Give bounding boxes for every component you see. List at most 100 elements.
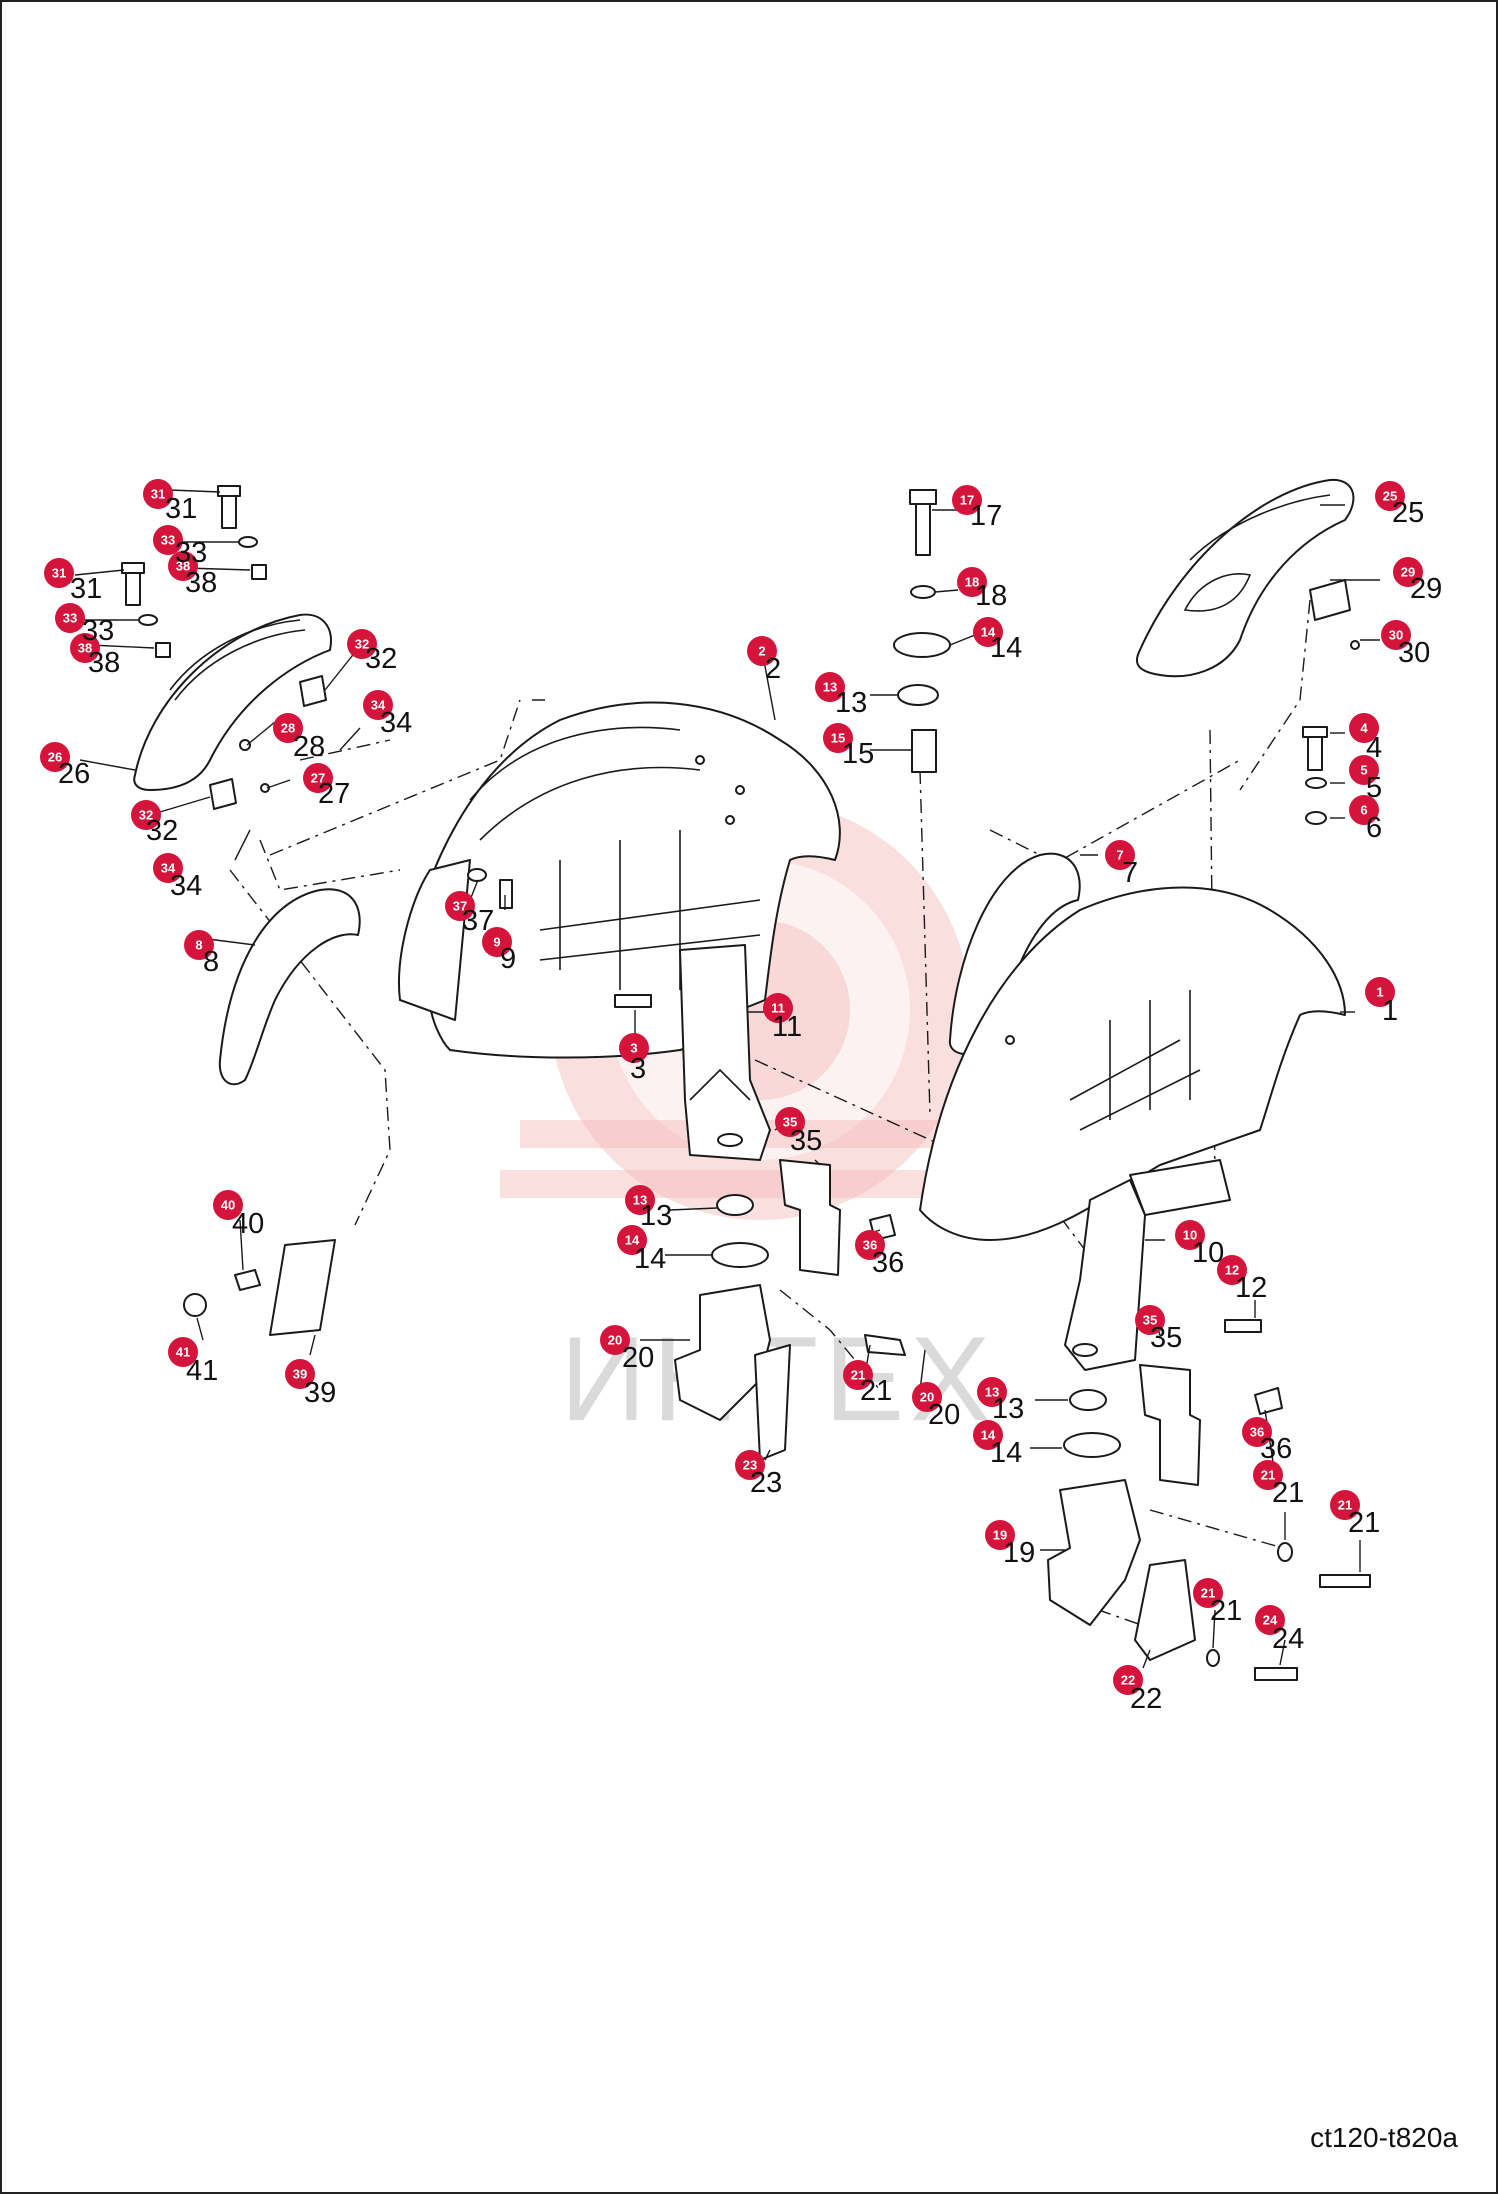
svg-text:17: 17 <box>960 493 974 508</box>
callout-32b[interactable]: 32 <box>131 800 161 830</box>
callout-18[interactable]: 19 <box>985 1520 1015 1550</box>
svg-text:30: 30 <box>1398 637 1430 669</box>
callout-41[interactable]: 41 <box>168 1337 198 1367</box>
callout-4[interactable]: 4 <box>1349 713 1379 743</box>
callout-21c[interactable]: 21 <box>1193 1578 1223 1608</box>
callout-14a[interactable]: 14 <box>973 617 1003 647</box>
callout-31a[interactable]: 31 <box>143 479 173 509</box>
callout-21b[interactable]: 21 <box>1253 1460 1283 1490</box>
callout-34a[interactable]: 34 <box>363 690 393 720</box>
callout-40[interactable]: 40 <box>213 1190 243 1220</box>
callout-31b[interactable]: 31 <box>44 558 74 588</box>
left-fender-cover <box>133 613 332 791</box>
callout-23[interactable]: 23 <box>735 1450 765 1480</box>
right-bolt-12 <box>1224 1319 1262 1333</box>
callout-32a[interactable]: 32 <box>347 629 377 659</box>
svg-text:36: 36 <box>1260 1433 1292 1465</box>
callout-28[interactable]: 28 <box>273 713 303 743</box>
callout-33a[interactable]: 33 <box>153 525 183 555</box>
callout-11[interactable]: 11 <box>763 993 793 1023</box>
callout-13c[interactable]: 13 <box>977 1377 1007 1407</box>
svg-text:22: 22 <box>1130 1683 1162 1715</box>
svg-text:32: 32 <box>139 808 153 823</box>
callout-22[interactable]: 22 <box>1113 1665 1143 1695</box>
callout-8[interactable]: 8 <box>184 930 214 960</box>
callout-37[interactable]: 37 <box>445 891 475 921</box>
svg-text:13: 13 <box>640 1200 672 1232</box>
svg-text:30: 30 <box>1389 628 1403 643</box>
callout-33b[interactable]: 33 <box>55 603 85 633</box>
svg-text:31: 31 <box>151 487 165 502</box>
callout-12[interactable]: 12 <box>1217 1255 1247 1285</box>
svg-text:39: 39 <box>304 1377 336 1409</box>
svg-text:32: 32 <box>365 643 397 675</box>
svg-text:38: 38 <box>176 559 190 574</box>
callout-14c[interactable]: 14 <box>973 1420 1003 1450</box>
callout-badges: 31 33 38 31 33 38 32 34 28 27 26 32 34 8… <box>40 479 1423 1695</box>
svg-text:7: 7 <box>1116 848 1123 863</box>
callout-10[interactable]: 10 <box>1175 1220 1205 1250</box>
callout-13b[interactable]: 13 <box>625 1185 655 1215</box>
svg-text:7: 7 <box>1122 857 1138 889</box>
callout-14b[interactable]: 14 <box>617 1225 647 1255</box>
callout-38a[interactable]: 38 <box>168 551 198 581</box>
callout-1[interactable]: 1 <box>1365 977 1395 1007</box>
callout-9[interactable]: 9 <box>482 927 512 957</box>
svg-text:20: 20 <box>920 1390 934 1405</box>
svg-text:10: 10 <box>1192 1237 1224 1269</box>
svg-text:20: 20 <box>622 1342 654 1374</box>
svg-text:21: 21 <box>1338 1498 1352 1513</box>
callout-19[interactable]: 20 <box>600 1325 630 1355</box>
callout-7[interactable]: 7 <box>1105 840 1135 870</box>
right-clip <box>1309 579 1360 650</box>
callout-35b[interactable]: 35 <box>1135 1305 1165 1335</box>
callout-30[interactable]: 30 <box>1381 620 1411 650</box>
right-fender-cover <box>1135 478 1355 678</box>
callout-2[interactable]: 2 <box>747 636 777 666</box>
callout-3[interactable]: 3 <box>619 1033 649 1063</box>
callout-17[interactable]: 18 <box>957 567 987 597</box>
svg-text:21: 21 <box>1272 1477 1304 1509</box>
svg-text:23: 23 <box>743 1458 757 1473</box>
svg-text:35: 35 <box>1143 1313 1157 1328</box>
callout-36b[interactable]: 36 <box>1242 1417 1272 1447</box>
callout-34b[interactable]: 34 <box>153 853 183 883</box>
svg-text:22: 22 <box>1121 1673 1135 1688</box>
svg-text:13: 13 <box>992 1393 1024 1425</box>
callout-6[interactable]: 6 <box>1349 795 1379 825</box>
svg-text:31: 31 <box>70 573 102 605</box>
callout-39[interactable]: 39 <box>285 1359 315 1389</box>
right-bolt-stack <box>1302 726 1328 825</box>
left-lower-bracket <box>674 1284 906 1461</box>
svg-text:14: 14 <box>990 632 1022 664</box>
svg-text:14: 14 <box>634 1243 666 1275</box>
callout-20a[interactable]: 20 <box>912 1382 942 1412</box>
callout-5[interactable]: 5 <box>1349 755 1379 785</box>
svg-text:21: 21 <box>1201 1586 1215 1601</box>
svg-text:38: 38 <box>88 647 120 679</box>
callout-21a[interactable]: 21 <box>843 1360 873 1390</box>
svg-text:11: 11 <box>772 1011 802 1043</box>
callout-35a[interactable]: 35 <box>775 1107 805 1137</box>
callout-27[interactable]: 27 <box>303 763 333 793</box>
svg-text:35: 35 <box>783 1115 797 1130</box>
callout-36a[interactable]: 36 <box>855 1230 885 1260</box>
svg-text:34: 34 <box>161 861 176 876</box>
callout-24[interactable]: 24 <box>1255 1605 1285 1635</box>
callout-29[interactable]: 29 <box>1393 557 1423 587</box>
callout-25[interactable]: 25 <box>1375 481 1405 511</box>
callout-26[interactable]: 26 <box>40 742 70 772</box>
right-lower-bracket <box>1047 1479 1371 1681</box>
callout-16[interactable]: 17 <box>952 485 982 515</box>
svg-text:36: 36 <box>1250 1425 1264 1440</box>
svg-text:28: 28 <box>293 731 325 763</box>
callout-13a[interactable]: 13 <box>815 672 845 702</box>
svg-text:33: 33 <box>82 615 114 647</box>
callout-15[interactable]: 15 <box>823 723 853 753</box>
callout-20b[interactable]: 21 <box>1330 1490 1360 1520</box>
svg-text:36: 36 <box>863 1238 877 1253</box>
callout-38b[interactable]: 38 <box>70 633 100 663</box>
svg-text:33: 33 <box>175 537 207 569</box>
svg-text:24: 24 <box>1272 1623 1304 1655</box>
